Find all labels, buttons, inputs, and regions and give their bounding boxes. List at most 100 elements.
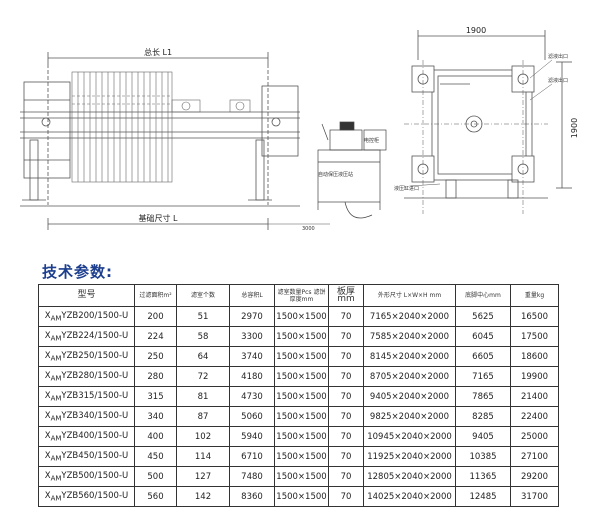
cell-thickness: 70	[328, 406, 364, 427]
height-dimension-label: 1900	[570, 118, 579, 138]
cell-weight: 21400	[510, 386, 559, 407]
model-name: YZB500/1500-U	[61, 470, 129, 481]
model-name: YZB280/1500-U	[61, 370, 129, 381]
cell-foot-center: 10385	[455, 446, 511, 467]
model-prefix: X	[44, 410, 51, 421]
cell-chambers: 64	[176, 346, 230, 367]
cell-model: XAMYZB315/1500-U	[38, 386, 135, 407]
model-name: YZB340/1500-U	[61, 410, 129, 421]
header-thickness: 板厚mm	[328, 284, 364, 307]
model-prefix: X	[44, 310, 51, 321]
cell-model: XAMYZB250/1500-U	[38, 346, 135, 367]
cell-weight: 25000	[510, 426, 559, 447]
header-chambers: 滤室个数	[176, 284, 230, 307]
model-name: YZB200/1500-U	[61, 310, 129, 321]
cell-volume: 4180	[229, 366, 275, 387]
foundation-length-label: 基础尺寸 L	[139, 213, 179, 223]
cell-thickness: 70	[328, 326, 364, 347]
cell-volume: 3740	[229, 346, 275, 367]
cell-weight: 22400	[510, 406, 559, 427]
cell-foot-center: 6045	[455, 326, 511, 347]
cell-model: XAMYZB500/1500-U	[38, 466, 135, 487]
cell-volume: 3300	[229, 326, 275, 347]
header-weight: 重量kg	[510, 284, 559, 307]
cell-volume: 5060	[229, 406, 275, 427]
cell-volume: 5940	[229, 426, 275, 447]
cell-weight: 19900	[510, 366, 559, 387]
model-subscript: AM	[50, 414, 62, 423]
header-dimensions: 外形尺寸 L×W×H mm	[363, 284, 456, 307]
model-name: YZB250/1500-U	[61, 350, 129, 361]
cell-weight: 16500	[510, 306, 559, 327]
cell-plate: 1500×1500	[274, 406, 329, 427]
cell-volume: 7480	[229, 466, 275, 487]
header-plate: 滤室数量Pcs 滤饼厚度mm	[274, 284, 329, 307]
model-name: YZB315/1500-U	[61, 390, 129, 401]
cell-chambers: 81	[176, 386, 230, 407]
model-name: YZB560/1500-U	[61, 490, 129, 501]
cell-area: 400	[134, 426, 177, 447]
cell-dimensions: 8705×2040×2000	[363, 366, 456, 387]
cell-model: XAMYZB450/1500-U	[38, 446, 135, 467]
cell-model: XAMYZB224/1500-U	[38, 326, 135, 347]
cell-area: 224	[134, 326, 177, 347]
hydraulic-station-label: 自动保压液压站	[318, 171, 353, 178]
cell-area: 315	[134, 386, 177, 407]
cell-chambers: 114	[176, 446, 230, 467]
spec-heading: 技术参数:	[42, 263, 113, 281]
model-name: YZB400/1500-U	[61, 430, 129, 441]
cell-plate: 1500×1500	[274, 306, 329, 327]
cell-plate: 1500×1500	[274, 426, 329, 447]
cell-dimensions: 9405×2040×2000	[363, 386, 456, 407]
model-prefix: X	[44, 470, 51, 481]
cell-dimensions: 7585×2040×2000	[363, 326, 456, 347]
model-prefix: X	[44, 370, 51, 381]
cell-weight: 17500	[510, 326, 559, 347]
cell-dimensions: 9825×2040×2000	[363, 406, 456, 427]
cell-thickness: 70	[328, 386, 364, 407]
cell-thickness: 70	[328, 446, 364, 467]
cell-weight: 29200	[510, 466, 559, 487]
model-subscript: AM	[50, 314, 62, 323]
cell-chambers: 102	[176, 426, 230, 447]
cell-foot-center: 7165	[455, 366, 511, 387]
width-dimension-label: 1900	[466, 26, 486, 35]
model-prefix: X	[44, 490, 51, 501]
cell-foot-center: 7865	[455, 386, 511, 407]
model-name: YZB224/1500-U	[61, 330, 129, 341]
spec-table: 型号 过滤面积m² 滤室个数 总容积L 滤室数量Pcs 滤饼厚度mm 板厚mm …	[38, 284, 559, 507]
cell-model: XAMYZB200/1500-U	[38, 306, 135, 327]
cell-chambers: 87	[176, 406, 230, 427]
cell-weight: 27100	[510, 446, 559, 467]
cell-area: 200	[134, 306, 177, 327]
cell-model: XAMYZB280/1500-U	[38, 366, 135, 387]
model-subscript: AM	[50, 374, 62, 383]
model-subscript: AM	[50, 474, 62, 483]
cell-foot-center: 5625	[455, 306, 511, 327]
model-prefix: X	[44, 330, 51, 341]
control-box-label: 电控柜	[364, 137, 379, 144]
cell-model: XAMYZB340/1500-U	[38, 406, 135, 427]
cell-thickness: 70	[328, 426, 364, 447]
header-volume: 总容积L	[229, 284, 275, 307]
cell-chambers: 72	[176, 366, 230, 387]
cell-chambers: 127	[176, 466, 230, 487]
cell-area: 340	[134, 406, 177, 427]
cell-model: XAMYZB400/1500-U	[38, 426, 135, 447]
header-area: 过滤面积m²	[134, 284, 177, 307]
cell-area: 280	[134, 366, 177, 387]
header-model: 型号	[38, 284, 135, 307]
cell-foot-center: 9405	[455, 426, 511, 447]
cell-thickness: 70	[328, 366, 364, 387]
filter-press-drawing: 自动保压液压站 电控柜 1900 1900 滤液出口 滤液出口 液	[20, 26, 579, 232]
header-foot-center: 底脚中心mm	[455, 284, 511, 307]
cylinder-inlet-callout: 液压缸进口	[394, 185, 419, 192]
cell-weight: 18600	[510, 346, 559, 367]
